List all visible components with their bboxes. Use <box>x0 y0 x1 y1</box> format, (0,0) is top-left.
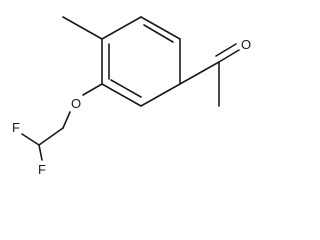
benzene-ring <box>101 16 181 107</box>
ch2-chf2-bond <box>38 127 64 146</box>
carbonyl-bond-outer <box>218 49 240 63</box>
acetyl-group <box>179 43 240 107</box>
ring-bond-c1-c2 <box>101 16 142 40</box>
ring-double-bond-inner-top <box>143 24 174 43</box>
ring-bond-c5-c6 <box>101 83 142 107</box>
difluoroethoxy-group <box>21 83 103 161</box>
chemical-structure-diagram: O O F F <box>12 16 251 177</box>
atom-label-fluorine-bottom: F <box>38 162 46 177</box>
acetyl-carbon-bond <box>179 61 220 85</box>
carbon-fluorine-bottom-bond <box>38 144 43 161</box>
atom-label-oxygen-ether: O <box>71 96 81 111</box>
carbon-fluorine-top-bond <box>21 133 40 146</box>
oxygen-ch2-bond <box>62 111 71 129</box>
ring-bond-c2-c3 <box>140 16 181 40</box>
ring-double-bond-inner-bottom <box>110 79 142 98</box>
atom-label-fluorine-top: F <box>12 120 20 135</box>
aryl-oxygen-bond <box>82 83 103 96</box>
carbonyl-bond-inner <box>215 43 237 57</box>
atom-label-oxygen-ketone: O <box>241 37 251 52</box>
methyl-bond <box>62 16 103 40</box>
ring-bond-c4-c5 <box>140 83 181 107</box>
